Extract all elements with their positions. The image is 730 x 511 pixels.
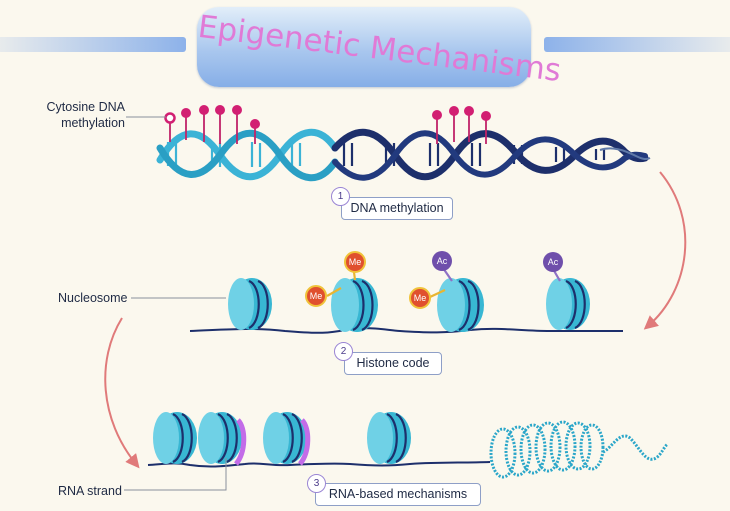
step-1-label: DNA methylation xyxy=(350,201,444,215)
step-2-box: Histone code xyxy=(344,352,442,375)
step-1-number: 1 xyxy=(331,187,350,206)
header-bar-left xyxy=(0,37,186,52)
nucleosome xyxy=(153,412,197,464)
methylation-pins xyxy=(164,105,491,144)
cytosine-methylation-label: Cytosine DNA methylation xyxy=(46,100,126,130)
acetyl-mark-label: Ac xyxy=(436,256,448,266)
nucleosome xyxy=(546,278,590,330)
nucleosome xyxy=(198,412,247,466)
nucleosome xyxy=(367,412,411,464)
acetyl-mark: Ac xyxy=(543,252,563,272)
step-3-label: RNA-based mechanisms xyxy=(328,487,468,501)
nucleosome xyxy=(263,412,311,466)
arrow-dna-to-histone xyxy=(643,171,687,330)
methyl-mark: Me xyxy=(409,287,431,309)
rna-strand-label: RNA strand xyxy=(58,484,122,498)
arrow-histone-to-rna xyxy=(104,317,140,469)
methyl-mark-label: Me xyxy=(348,257,362,267)
acetyl-mark: Ac xyxy=(432,251,452,271)
nucleosome-row-2 xyxy=(228,278,590,332)
nucleosome-row-3 xyxy=(153,412,411,466)
methyl-mark: Me xyxy=(344,251,366,273)
methyl-mark-label: Me xyxy=(309,291,323,301)
step-3-box: RNA-based mechanisms xyxy=(315,483,481,506)
rna-strand-leader-line xyxy=(124,458,227,491)
nucleosome-label: Nucleosome xyxy=(58,291,128,305)
header-bar-right xyxy=(544,37,730,52)
step-2-label: Histone code xyxy=(356,356,430,370)
step-3-number: 3 xyxy=(307,474,326,493)
methyl-mark: Me xyxy=(305,285,327,307)
chromatin-coil xyxy=(489,420,669,479)
rna-row-dna-strand xyxy=(147,461,491,468)
nucleosome xyxy=(331,278,378,332)
histone-tails-me xyxy=(326,271,446,298)
step-1-box: DNA methylation xyxy=(341,197,453,220)
step-2-number: 2 xyxy=(334,342,353,361)
dna-double-helix xyxy=(156,128,651,182)
histone-dna-strand xyxy=(189,327,623,334)
nucleosome xyxy=(228,278,272,330)
title-banner xyxy=(197,7,531,87)
methyl-mark-label: Me xyxy=(413,293,427,303)
acetyl-mark-label: Ac xyxy=(547,257,559,267)
